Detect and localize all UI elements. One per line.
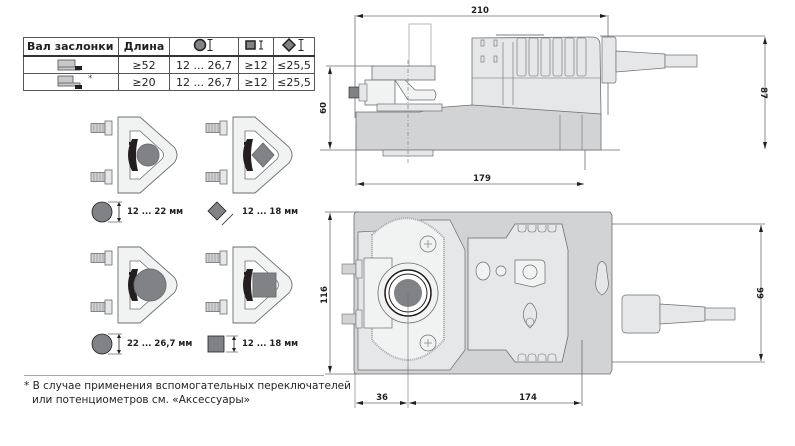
dim-99-label: 99 [754,287,764,299]
size-icon-round-small [91,201,122,223]
dim-36-label: 36 [376,393,388,403]
dim-179-label: 179 [473,174,491,184]
size-icon-diamond [207,201,234,226]
footnote-divider [24,375,324,376]
table-row: * ≥20 12 ... 26,7 ≥12 ≤25,5 [23,73,315,91]
top-view-drawing: 116 99 36 174 [320,211,765,408]
asterisk-mark: * [88,74,93,84]
shaft-long-icon [57,59,82,71]
actuator-housing-side [471,34,698,116]
round-shaft-icon [193,38,213,52]
shaft-cell: * [23,73,119,91]
manual-override-icon [522,264,538,280]
size-icon-square [207,335,238,353]
header-shaft: Вал заслонки [23,37,119,57]
side-view-drawing: 210 60 87 179 [320,6,768,186]
bolt-icon [341,313,357,325]
cable-gland [621,294,661,334]
adjustment-screw-icon [475,261,491,281]
clamp-assembly-side [348,23,443,165]
shaft-short-icon [57,75,82,89]
square-shaft-icon [245,40,263,50]
header-round [169,37,239,57]
clamp-diagrams [90,116,293,355]
dim-60-label: 60 [320,102,329,114]
table-header-row: Вал заслонки Длина [23,37,315,57]
clamp-size-label: 12 ... 18 мм [242,339,299,349]
size-icon-round-large [91,333,122,355]
clamp-size-label: 22 ... 26,7 мм [127,339,193,349]
header-square [238,37,274,57]
mounting-slot-icon [595,261,609,296]
shaft-spec-table: Вал заслонки Длина [23,37,315,91]
actuator-housing-top [467,223,569,363]
clamp-size-label: 12 ... 18 мм [242,207,299,217]
clamp-diamond [205,116,293,194]
dim-210-label: 210 [471,6,489,16]
shaft-cell [23,55,119,74]
length-value: ≥52 [118,55,170,74]
footnote-line-2: или потенциометров см. «Аксессуары» [32,394,251,406]
clamp-round-large [90,246,178,324]
dim-87-label: 87 [758,87,768,99]
clamp-assembly-top [341,217,466,371]
round-value: 12 ... 26,7 [169,73,239,91]
dim-116-label: 116 [320,286,330,304]
square-value: ≥12 [238,55,274,74]
length-value: ≥20 [118,73,170,91]
housing-ribs [517,225,557,361]
cable [704,307,736,321]
clamp-square [205,246,293,324]
diamond-value: ≤25,5 [273,73,315,91]
diamond-shaft-icon [281,37,304,53]
cooling-ribs [480,37,587,77]
dim-174-label: 174 [519,393,537,403]
bolt-icon [341,263,357,275]
clamp-round-small [90,116,178,194]
footnote: * В случае применения вспомогательных пе… [24,379,351,407]
actuator-base-side [355,104,602,151]
header-diamond [273,37,315,57]
footnote-line-1: * В случае применения вспомогательных пе… [24,380,351,392]
clamp-size-label: 12 ... 22 мм [127,207,184,217]
